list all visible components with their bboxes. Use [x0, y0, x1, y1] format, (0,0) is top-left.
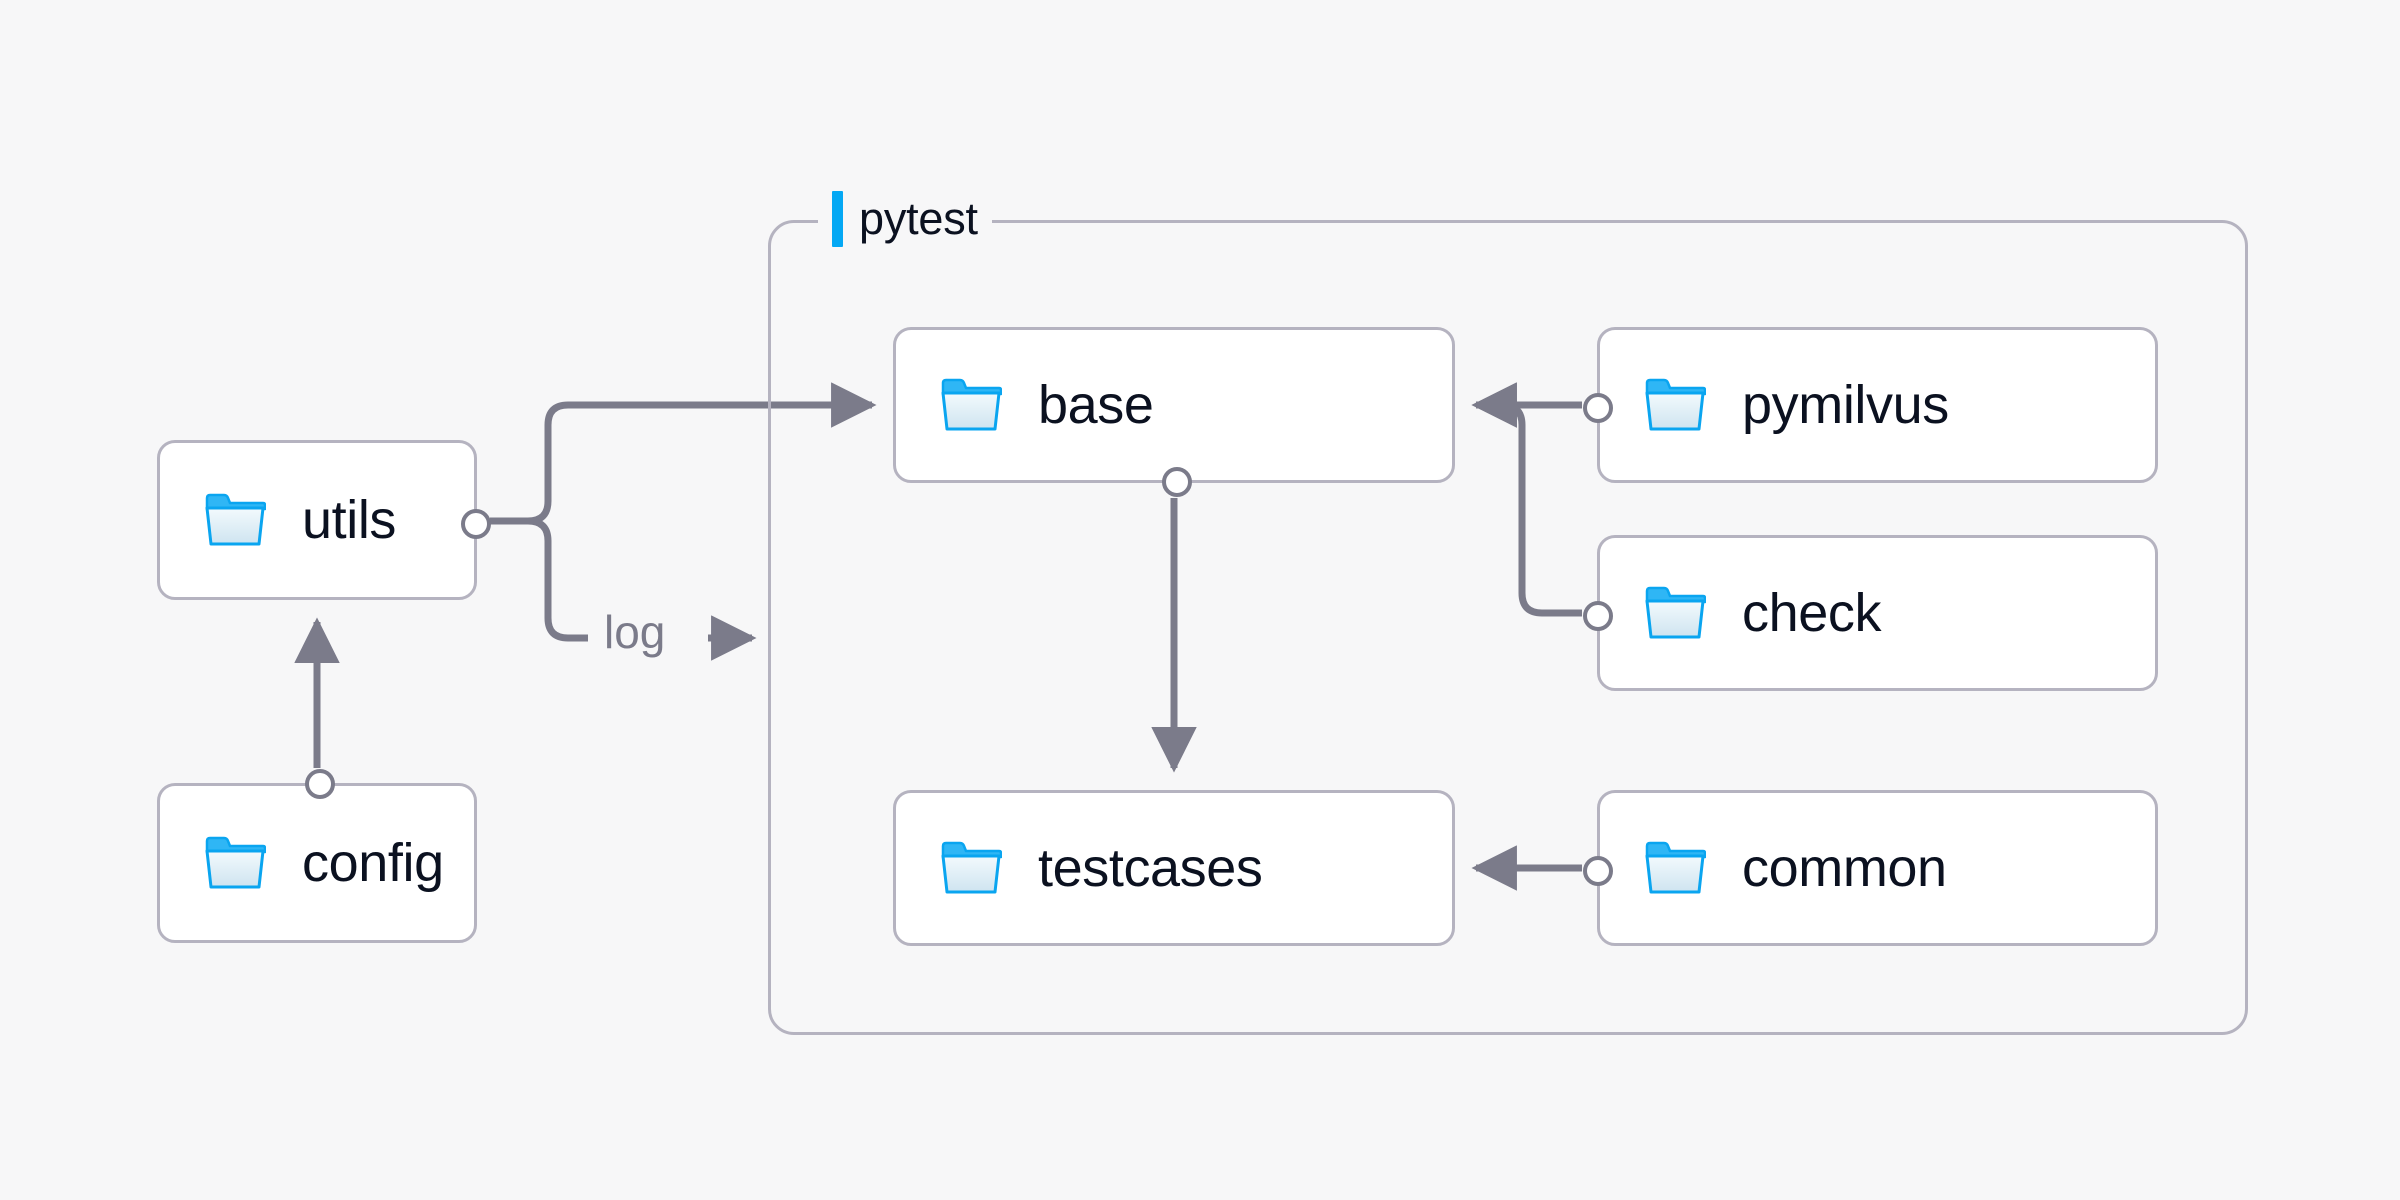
folder-icon: [1645, 586, 1706, 639]
folder-icon: [205, 836, 266, 889]
accent-bar-icon: [832, 191, 843, 247]
handle-utils-right[interactable]: [461, 509, 491, 539]
folder-icon: [205, 493, 266, 546]
handle-base-bottom[interactable]: [1162, 467, 1192, 497]
node-config-label: config: [302, 833, 444, 893]
node-pymilvus-label: pymilvus: [1742, 375, 1949, 435]
handle-common-left[interactable]: [1583, 856, 1613, 886]
edge-utils-log: [490, 517, 588, 642]
node-utils-label: utils: [302, 490, 397, 550]
node-testcases-label: testcases: [1038, 838, 1263, 898]
node-testcases[interactable]: testcases: [893, 790, 1455, 946]
group-pytest[interactable]: [768, 220, 2248, 1035]
node-utils[interactable]: utils: [157, 440, 491, 600]
folder-icon: [1645, 378, 1706, 431]
folder-icon: [941, 841, 1002, 894]
handle-config-top[interactable]: [305, 769, 335, 799]
node-check[interactable]: check: [1583, 535, 2158, 691]
group-pytest-label: pytest: [818, 188, 992, 250]
group-pytest-label-text: pytest: [859, 193, 978, 244]
handle-pymilvus-left[interactable]: [1583, 393, 1613, 423]
node-check-label: check: [1742, 583, 1882, 643]
node-common-label: common: [1742, 838, 1947, 898]
node-base-label: base: [1038, 375, 1154, 435]
node-base[interactable]: base: [893, 327, 1455, 497]
node-pymilvus[interactable]: pymilvus: [1583, 327, 2158, 483]
handle-check-left[interactable]: [1583, 601, 1613, 631]
folder-icon: [1645, 841, 1706, 894]
edge-label-log: log: [604, 606, 666, 658]
node-common[interactable]: common: [1583, 790, 2158, 946]
node-config[interactable]: config: [157, 769, 477, 943]
folder-icon: [941, 378, 1002, 431]
